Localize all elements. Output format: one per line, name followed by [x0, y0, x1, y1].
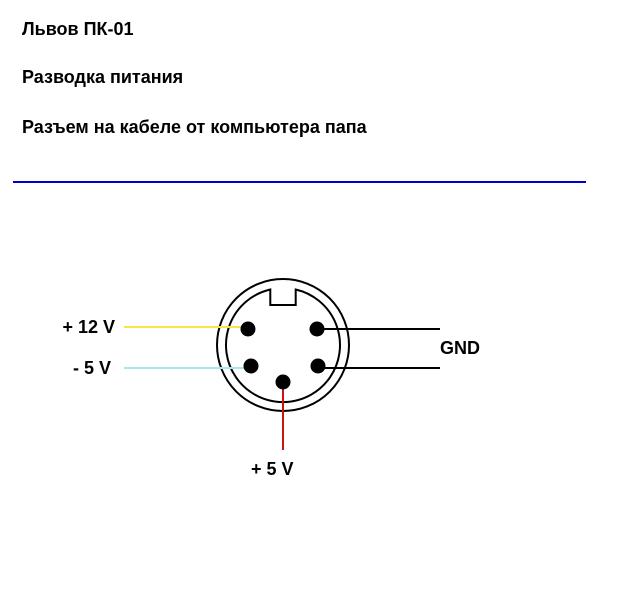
pin-minus5v	[243, 358, 259, 374]
connector-caption: Разъем на кабеле от компьютера папа	[22, 117, 367, 137]
page-title: Львов ПК-01	[22, 19, 134, 39]
connector-inner-ring	[225, 288, 341, 403]
label-plus12v: + 12 V	[62, 317, 115, 337]
pin-gnd-lower	[310, 358, 326, 374]
page-subtitle: Разводка питания	[22, 67, 184, 87]
label-gnd: GND	[440, 338, 480, 358]
pin-plus5v	[275, 374, 291, 390]
pin-plus12v	[240, 321, 256, 337]
pin-gnd-upper	[309, 321, 325, 337]
label-minus5v: - 5 V	[72, 358, 111, 378]
label-plus5v: + 5 V	[251, 459, 294, 479]
